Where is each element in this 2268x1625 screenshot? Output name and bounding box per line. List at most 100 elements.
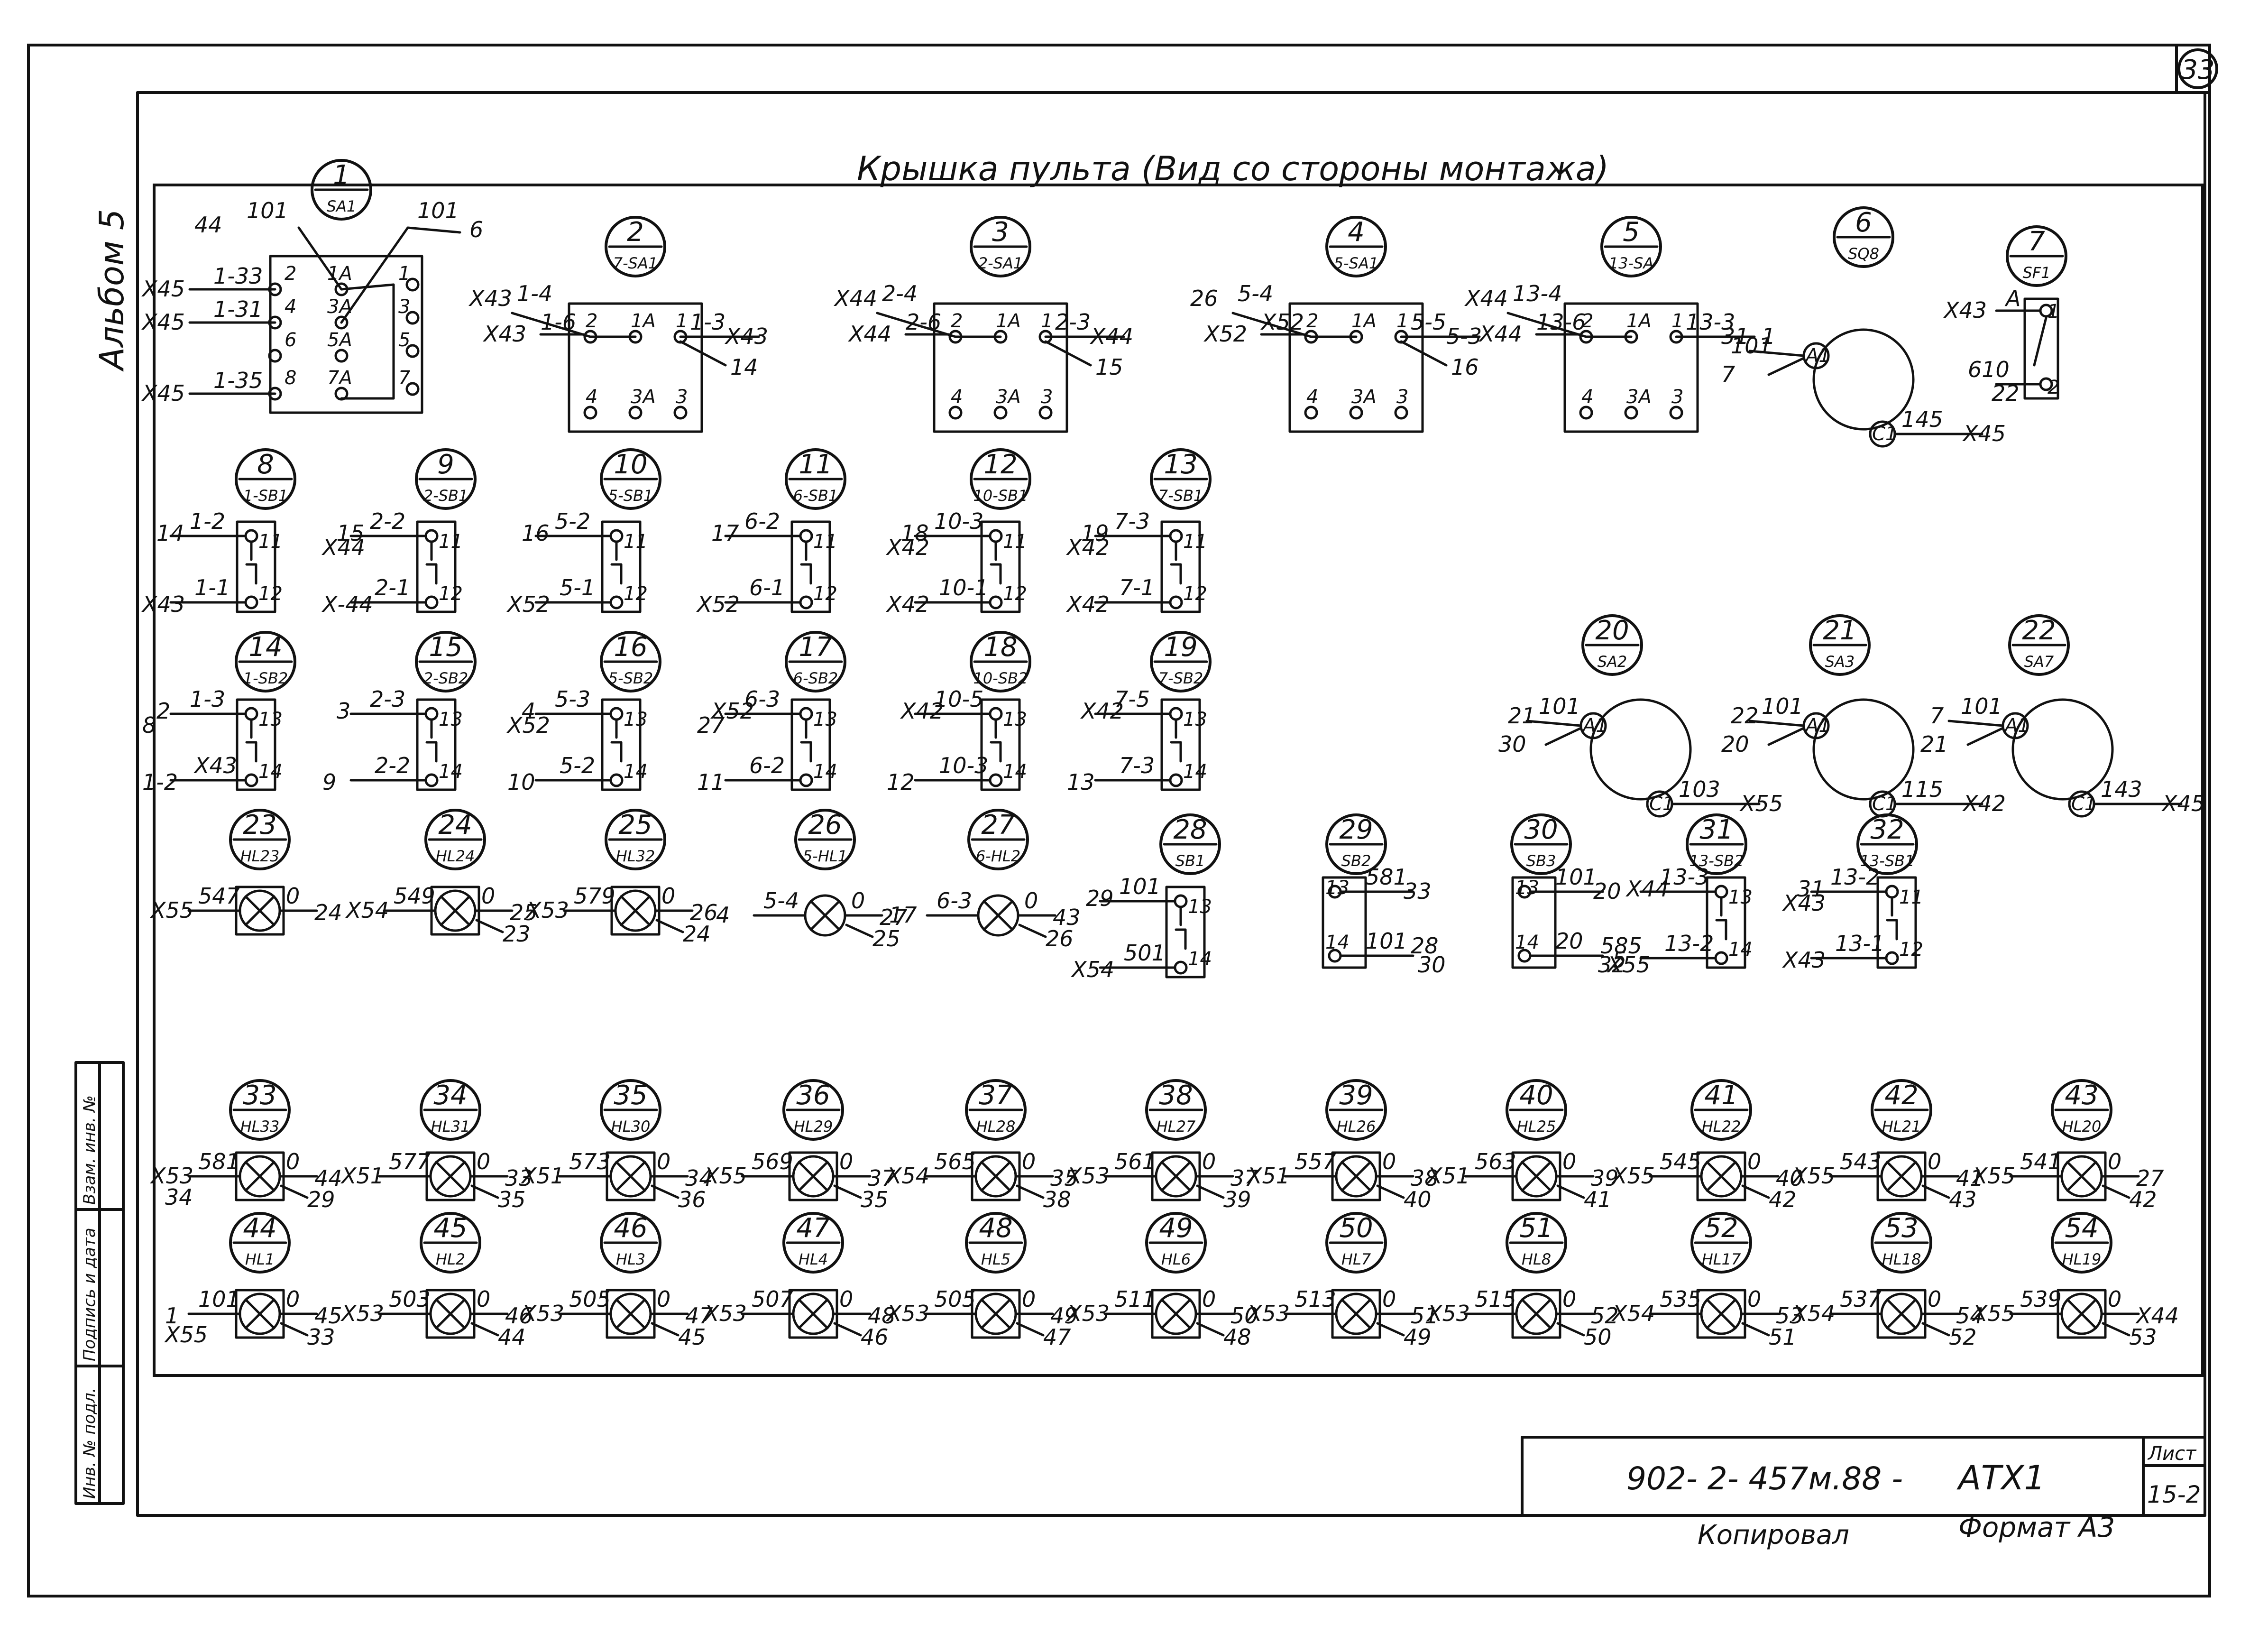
pin-label: 12 [813,583,837,605]
terminal [334,349,349,363]
terminal [405,382,420,396]
component-designation: SA2 [1598,653,1627,671]
component-number: 16 [614,632,647,663]
terminal [334,315,349,330]
wire-label: 13-3 [1660,864,1709,890]
wire [1376,1184,1405,1199]
component-number: 5 [1623,217,1640,248]
wire [1947,720,2004,727]
lamp-cross [244,1298,275,1330]
badge-circle [965,1212,1027,1274]
pin-label: 3 [1671,386,1683,408]
badge-circle [1809,614,1871,676]
lamp-cross [1160,1298,1192,1330]
pin-label: 1 [676,310,688,332]
component-number: 52 [1704,1213,1738,1244]
component-number: 33 [243,1080,276,1111]
contact-blade [1886,896,1898,941]
wire-label: 507 [752,1286,793,1312]
wire-label: 5 [1612,947,1626,973]
wire-label: 23 [503,921,531,947]
wire-label: 28 [1411,933,1439,959]
pin-label: 2 [2048,377,2059,398]
lamp-cross [2066,1161,2097,1192]
component-designation: HL28 [976,1117,1016,1136]
wire-label: 31 [1797,876,1825,902]
pin-label: 1А [1626,310,1652,332]
contact-blade [245,718,257,763]
terminal [993,406,1008,420]
component-badge: 105-SB1 [600,448,661,510]
wire-label: 18 [901,520,929,546]
pin-label: 13 [258,709,283,730]
component-designation: HL8 [1522,1250,1551,1268]
component-designation: HL18 [1882,1250,1921,1268]
contact-blade [1170,718,1182,763]
title-block-code: АТХ1 [1956,1459,2045,1497]
outer-frame [27,44,2211,1597]
component-badge: 116-SB1 [785,448,846,510]
switch-body [933,302,1068,433]
wire-label: Х53 [525,897,569,923]
pin-label: 12 [258,583,283,605]
wire-label: 101 [417,198,459,223]
badge-circle [235,448,296,510]
component-number: 37 [979,1080,1013,1111]
wire [470,1184,499,1199]
wire-label: 37 [1230,1165,1258,1191]
wire-label: 46 [861,1324,889,1350]
pin-label: А1 [1804,715,1831,737]
wire-label: Х51 [1246,1163,1290,1189]
lamp-cross [1706,1161,1737,1192]
lamp-cross [435,1298,466,1330]
wire-label: Х53 [1246,1301,1290,1326]
badge-circle [782,1079,844,1141]
wire-label: 53 [1776,1303,1804,1329]
wire [297,226,343,291]
pin-label: 4 [285,296,296,318]
wire [833,1322,862,1337]
wire-label: 0 [2108,1286,2121,1312]
wire-label: 32 [1598,952,1626,978]
wire [1016,1184,1045,1199]
terminal [1169,529,1183,543]
wire-label: 101 [1119,874,1161,899]
pin-label: 13 [1183,709,1207,730]
wire-label: Х44 [848,321,891,347]
badge-circle [1600,216,1662,277]
lamp-cross [809,900,841,931]
wire-label: 7-5 [1114,686,1150,712]
component-number: 13 [1164,449,1197,480]
badge-circle [1833,206,1894,268]
wire-label: Х45 [141,276,185,302]
badge-circle [965,1079,1027,1141]
pin-label: 3А [1626,386,1652,408]
wire-label: 30 [1498,731,1526,757]
pin-label: 13 [813,709,837,730]
wire-label: 505 [934,1286,976,1312]
component-number: 20 [1595,615,1629,646]
pin-label: 12 [1899,939,1923,960]
wire-label: 48 [1223,1324,1251,1350]
terminal [405,344,420,358]
wire [1556,1322,1585,1337]
wire-label: 0 [286,1149,300,1174]
pin-label: 11 [1003,531,1027,553]
wire-label: 5-2 [555,508,590,534]
wire-label: Х51 [1426,1163,1470,1189]
terminal [583,406,597,420]
badge-circle [1581,614,1643,676]
wire-label: 7 [1721,361,1735,387]
